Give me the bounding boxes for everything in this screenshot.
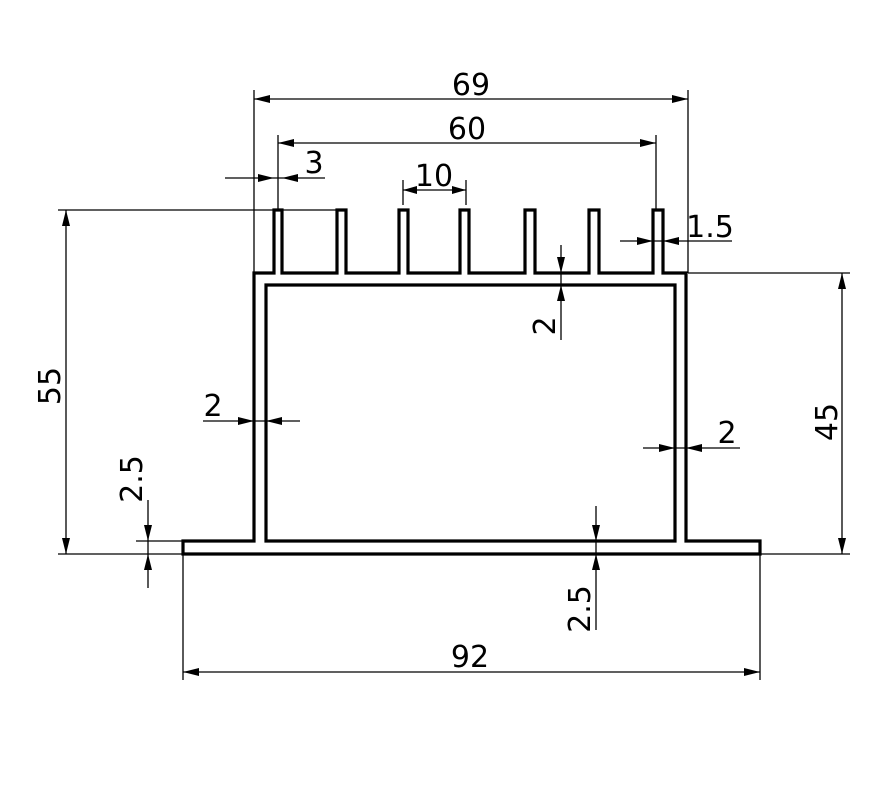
- dim-2-right-label: 2: [717, 416, 736, 451]
- dim-3-label: 3: [304, 146, 323, 181]
- dim-1.5-label: 1.5: [686, 210, 734, 245]
- dim-55-label: 55: [33, 367, 68, 405]
- profile-outline: [181, 208, 762, 556]
- dim-45-label: 45: [810, 403, 845, 441]
- dim-2-left-label: 2: [203, 389, 222, 424]
- dimension-labels: 69 60 3 10 1.5 2 55 45 2.5 2 2 2.5 92: [33, 68, 845, 675]
- dim-69-label: 69: [452, 68, 490, 103]
- dim-2.5-flange-label: 2.5: [115, 455, 150, 503]
- dimension-lines: [58, 90, 850, 680]
- inner-cavity: [264, 283, 677, 543]
- dim-60-label: 60: [448, 112, 486, 147]
- dim-2.5-base-label: 2.5: [563, 585, 598, 633]
- dim-92-label: 92: [451, 640, 489, 675]
- dimension-arrows: [62, 95, 846, 676]
- dim-2-top-label: 2: [528, 316, 563, 335]
- dim-10-label: 10: [415, 159, 453, 194]
